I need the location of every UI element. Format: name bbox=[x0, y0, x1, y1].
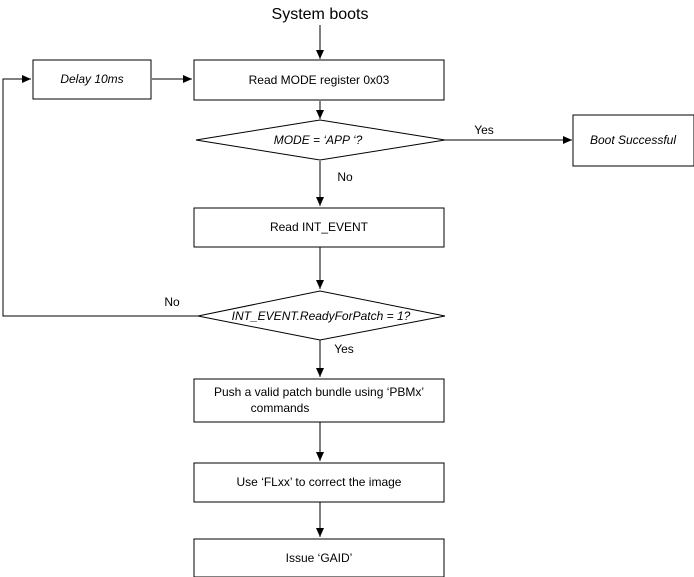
edge-ready-no-loop bbox=[2, 75, 198, 317]
ready-check-label: INT_EVENT.ReadyForPatch = 1? bbox=[232, 309, 411, 323]
issue-gaid-label: Issue ‘GAID’ bbox=[286, 551, 353, 565]
delay-label: Delay 10ms bbox=[60, 72, 123, 86]
push-patch-box: Push a valid patch bundle using ‘PBMx’ c… bbox=[193, 378, 445, 423]
issue-gaid-box: Issue ‘GAID’ bbox=[193, 538, 445, 577]
read-int-event-label: Read INT_EVENT bbox=[270, 220, 369, 234]
edge-label-mode-yes: Yes bbox=[474, 123, 494, 137]
read-mode-box: Read MODE register 0x03 bbox=[193, 59, 445, 101]
read-int-event-box: Read INT_EVENT bbox=[193, 207, 445, 248]
use-flxx-label: Use ‘FLxx’ to correct the image bbox=[237, 475, 402, 489]
mode-check-label: MODE = ‘APP ‘? bbox=[274, 133, 363, 147]
use-flxx-box: Use ‘FLxx’ to correct the image bbox=[193, 462, 445, 503]
edge-label-ready-yes: Yes bbox=[334, 342, 354, 356]
boot-success-box: Boot Successful bbox=[572, 114, 694, 167]
start-label: System boots bbox=[272, 6, 369, 23]
edge-label-ready-no: No bbox=[164, 295, 180, 309]
delay-box: Delay 10ms bbox=[32, 59, 152, 100]
push-patch-label-line1: Push a valid patch bundle using ‘PBMx’ bbox=[214, 385, 424, 399]
boot-success-label: Boot Successful bbox=[590, 133, 676, 147]
mode-check-decision: MODE = ‘APP ‘? bbox=[195, 119, 446, 161]
push-patch-label-line2: commands bbox=[251, 401, 310, 415]
edge-label-mode-no: No bbox=[337, 170, 353, 184]
ready-check-decision: INT_EVENT.ReadyForPatch = 1? bbox=[197, 290, 446, 341]
read-mode-label: Read MODE register 0x03 bbox=[249, 73, 390, 87]
